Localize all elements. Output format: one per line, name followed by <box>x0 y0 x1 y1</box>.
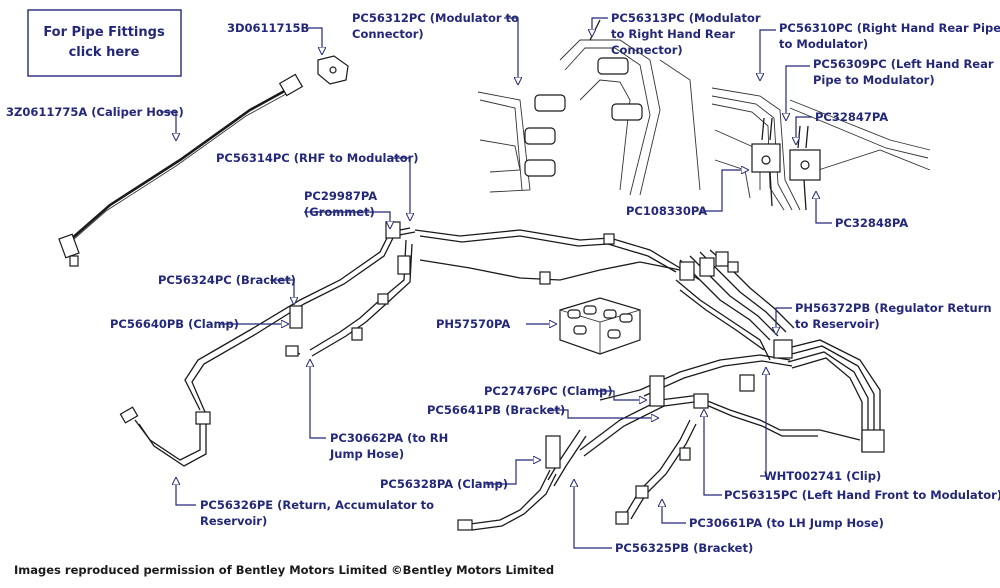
label-pc56312pc-line2: Connector) <box>352 27 424 41</box>
label-pc56325pb: PC56325PB (Bracket) <box>615 541 753 555</box>
pipe-fittings-button-frame[interactable] <box>27 9 182 77</box>
label-pc56314pc: PC56314PC (RHF to Modulator) <box>216 151 419 165</box>
pipe-fittings-line1[interactable]: For Pipe Fittings <box>43 25 165 40</box>
label-pc108330pa: PC108330PA <box>626 204 707 218</box>
label-pc27476pc: PC27476PC (Clamp) <box>484 384 613 398</box>
rear-pipe-inset <box>711 87 931 211</box>
copyright-footer: Images reproduced permission of Bentley … <box>14 563 554 577</box>
label-pc56326pe: PC56326PE (Return, Accumulator to <box>200 498 434 512</box>
label-pc30661pa: PC30661PA (to LH Jump Hose) <box>689 516 884 530</box>
label-ph57570pa: PH57570PA <box>436 317 510 331</box>
main-pipe-drawing <box>119 221 701 467</box>
label-pc56313pc: PC56313PC (Modulator <box>611 11 761 25</box>
bracket-3d0611715b-drawing <box>317 55 349 85</box>
label-3d0611715b: 3D0611715B <box>227 21 309 35</box>
modulator-cluster-drawing <box>457 249 885 531</box>
modulator-connector-inset <box>477 19 701 196</box>
label-pc32848pa: PC32848PA <box>835 216 908 230</box>
label-ph56372pb-line2: to Reservoir) <box>795 317 880 331</box>
part-labels: 3D0611715B PC56312PC (Modulator to Conne… <box>6 11 1000 555</box>
leader-lines <box>160 17 832 549</box>
ph57570pa-block-drawing <box>559 297 641 355</box>
label-pc30662pa-line2: Jump Hose) <box>329 447 404 461</box>
label-pc29987pa: PC29987PA <box>304 189 377 203</box>
label-pc56641pb: PC56641PB (Bracket) <box>427 403 565 417</box>
label-pc56309pc-line2: Pipe to Modulator) <box>813 73 935 87</box>
caliper-hose-drawing <box>58 73 304 267</box>
pipe-fittings-line2[interactable]: click here <box>69 45 140 60</box>
label-pc56313pc-line3: Connector) <box>611 43 683 57</box>
label-wht002741: WHT002741 (Clip) <box>764 469 881 483</box>
pipe-fittings-button[interactable]: For Pipe Fittings click here <box>27 9 182 77</box>
label-pc56310pc-line2: to Modulator) <box>779 37 868 51</box>
label-pc56324pc: PC56324PC (Bracket) <box>158 273 296 287</box>
label-pc56313pc-line2: to Right Hand Rear <box>611 27 735 41</box>
label-pc56326pe-line2: Reservoir) <box>200 514 267 528</box>
label-pc56328pa: PC56328PA (Clamp) <box>380 477 508 491</box>
label-ph56372pb: PH56372PB (Regulator Return <box>795 301 992 315</box>
label-pc56315pc: PC56315PC (Left Hand Front to Modulator) <box>724 488 1000 502</box>
label-pc56312pc: PC56312PC (Modulator to <box>352 11 519 25</box>
label-pc29987pa-line2: (Grommet) <box>304 205 375 219</box>
label-pc32847pa: PC32847PA <box>815 110 888 124</box>
label-3z0611775a: 3Z0611775A (Caliper Hose) <box>6 105 184 119</box>
label-pc56309pc: PC56309PC (Left Hand Rear <box>813 57 994 71</box>
label-pc30662pa: PC30662PA (to RH <box>330 431 448 445</box>
label-pc56310pc: PC56310PC (Right Hand Rear Pipe <box>779 21 1000 35</box>
label-pc56640pb: PC56640PB (Clamp) <box>110 317 239 331</box>
